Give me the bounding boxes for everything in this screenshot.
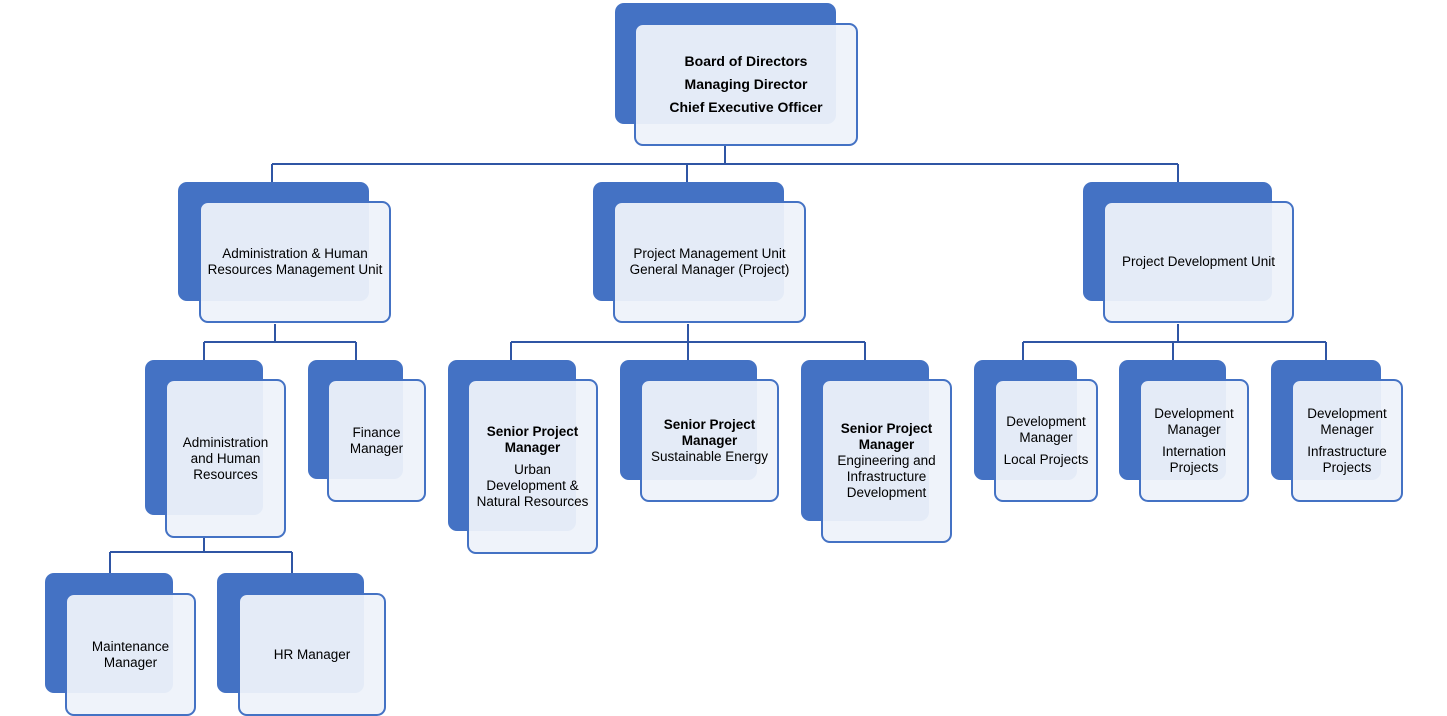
connector-admin-to-children (203, 324, 357, 361)
node-line: Chief Executive Officer (669, 99, 823, 115)
node-line: Development (1307, 405, 1387, 421)
node-line: Finance (352, 424, 401, 440)
node-line: Development & (486, 477, 579, 493)
node-line: Development (1154, 405, 1234, 421)
node-title: Manager (504, 439, 561, 455)
node-line: Administration & Human (222, 246, 368, 261)
node-line: Board of Directors (684, 53, 808, 69)
node-line: HR Manager (273, 646, 351, 662)
node-line: Managing Director (684, 76, 808, 92)
node-line: General Manager (Project) (629, 262, 790, 277)
node-title: Manager (858, 437, 915, 452)
node-line: Menager (1320, 421, 1374, 437)
connector-pmu-to-children (510, 324, 866, 361)
node-line: Internation (1162, 443, 1226, 459)
node-line: Resources Management Unit (207, 262, 383, 277)
node-line: Projects (1169, 459, 1219, 475)
node-title: Senior Project (486, 423, 579, 439)
node-line: Manager (349, 440, 404, 456)
node-title: Manager (681, 432, 738, 448)
node-line: Local Projects (1003, 451, 1089, 467)
node-line: and Human (190, 450, 261, 466)
node-line: Project Management Unit (633, 246, 786, 261)
node-line: Resources (193, 466, 258, 482)
node-line: Manager (103, 654, 158, 670)
node-line: Development (846, 485, 927, 500)
node-line: Administration (182, 434, 269, 450)
node-line: Development (1006, 413, 1086, 429)
connector-pdu-to-children (1022, 324, 1327, 361)
node-line: Engineering and (837, 453, 936, 468)
node-line: Project Development Unit (1121, 254, 1276, 269)
node-line: Urban (514, 461, 551, 477)
connector-adminhr-to-children (109, 538, 293, 574)
node-line: Infrastructure (1307, 443, 1387, 459)
node-title: Senior Project (663, 416, 756, 432)
node-line: Natural Resources (476, 493, 589, 509)
node-line: Maintenance (91, 638, 170, 654)
node-line: Manager (1167, 421, 1221, 437)
connector-top-to-units (271, 146, 1179, 183)
node-line: Sustainable Energy (650, 448, 769, 464)
node-title: Senior Project (840, 421, 933, 436)
node-line: Manager (1019, 429, 1073, 445)
node-line: Projects (1322, 459, 1372, 475)
node-line: Infrastructure (846, 469, 927, 484)
